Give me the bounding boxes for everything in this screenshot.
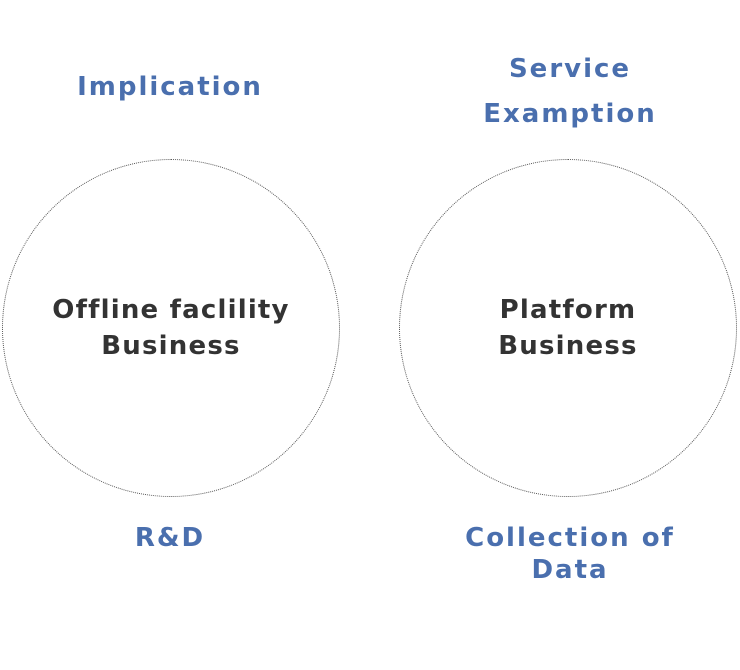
platform-business-circle: Platform Business — [399, 159, 737, 497]
service-examption-label: Service Examption — [420, 47, 720, 137]
collection-of-data-label: Collection of Data — [420, 522, 720, 586]
offline-facility-business-circle: Offline faclility Business — [2, 159, 340, 497]
offline-facility-business-text: Offline faclility Business — [52, 292, 289, 364]
rd-label: R&D — [20, 521, 320, 555]
service-examption-label-line-1: Service — [508, 54, 632, 84]
offline-facility-business-line-1: Offline faclility — [52, 295, 290, 325]
offline-facility-business-line-2: Business — [101, 331, 241, 361]
collection-of-data-label-line-2: Data — [531, 555, 609, 585]
rd-label-line-1: R&D — [134, 523, 206, 553]
implication-label-line-1: Implication — [77, 72, 263, 102]
platform-business-line-1: Platform — [499, 295, 637, 325]
service-examption-label-line-2: Examption — [483, 99, 657, 129]
collection-of-data-label-line-1: Collection of — [465, 523, 675, 553]
platform-business-text: Platform Business — [498, 292, 637, 364]
platform-business-line-2: Business — [498, 331, 638, 361]
implication-label: Implication — [20, 70, 320, 104]
